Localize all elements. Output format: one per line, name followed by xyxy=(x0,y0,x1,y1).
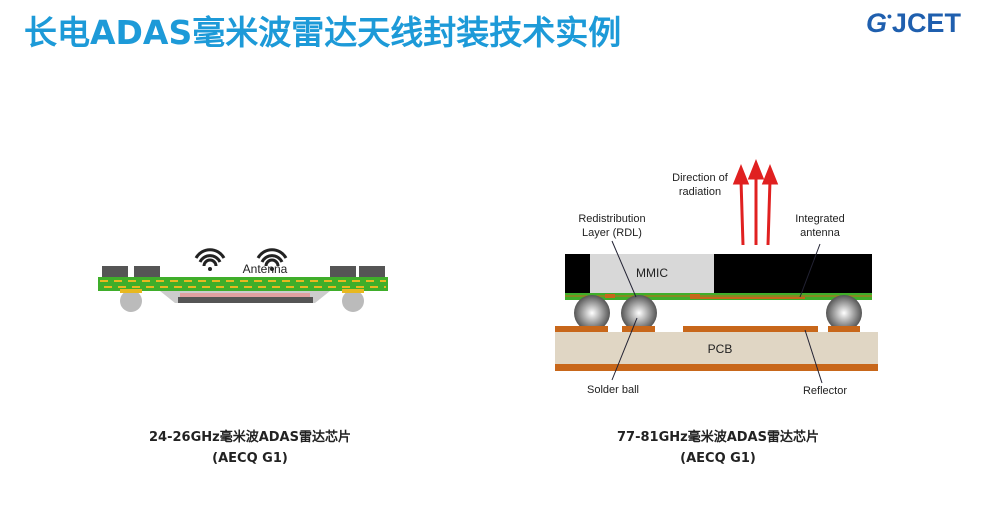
page-title: 长电ADAS毫米波雷达天线封装技术实例 xyxy=(24,13,622,52)
pcb xyxy=(555,332,878,364)
mmic-label: MMIC xyxy=(636,266,668,280)
radiation-arrows xyxy=(732,158,779,246)
integrated-antenna-label: Integrated antenna xyxy=(795,213,845,239)
logo-swirl-icon: G xyxy=(866,8,888,38)
solder-ball xyxy=(621,295,657,331)
wifi-icon xyxy=(194,248,288,267)
component-chips xyxy=(102,266,385,277)
rdl-label: Redistribution Layer (RDL) xyxy=(578,213,646,239)
solder-ball xyxy=(574,295,610,331)
solder-ball xyxy=(826,295,862,331)
antenna-label: Antenna xyxy=(242,262,288,276)
jcet-logo: G•JCET xyxy=(866,8,961,38)
bottom-die xyxy=(178,297,313,303)
substrate-traces xyxy=(100,280,386,288)
reflector-label: Reflector xyxy=(802,385,848,397)
solder-ball xyxy=(120,290,142,312)
right-package-diagram xyxy=(555,158,878,384)
left-caption: 24-26GHz毫米波ADAS雷达芯片(AECQ G1) xyxy=(149,430,351,466)
solder-ball-label: Solder ball xyxy=(587,384,639,396)
substrate-board xyxy=(98,277,388,291)
direction-of-radiation-label: Direction of radiation xyxy=(672,172,728,198)
solder-ball xyxy=(342,290,364,312)
pcb-label: PCB xyxy=(707,342,733,356)
mmic-die xyxy=(590,254,714,293)
right-caption: 77-81GHz毫米波ADAS雷达芯片(AECQ G1) xyxy=(617,430,819,466)
reflector xyxy=(683,326,818,332)
